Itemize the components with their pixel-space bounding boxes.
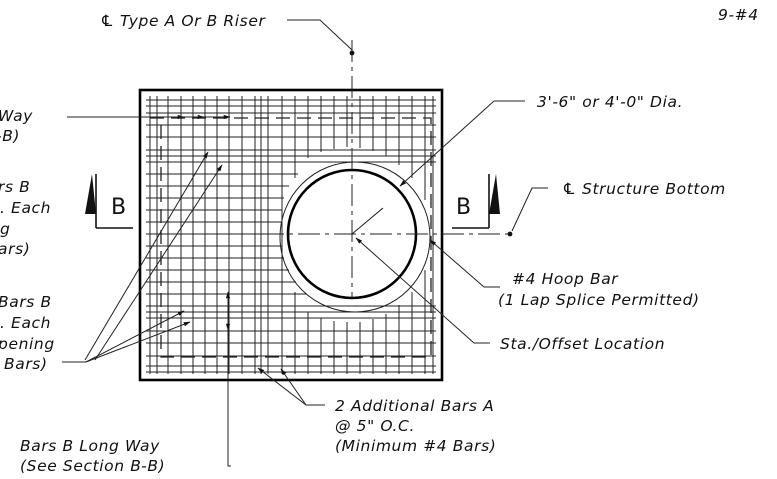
center-lines — [262, 40, 510, 298]
section-mark-left-letter: B — [111, 195, 126, 220]
section-mark-left — [85, 174, 133, 229]
left-label-bars-b-opening-2: . Each — [0, 314, 51, 332]
bars-b-long-way-note: (See Section B-B) — [20, 457, 165, 475]
slab-outline — [138, 88, 444, 382]
leader-lines — [62, 19, 548, 467]
rebar-grid — [146, 96, 436, 374]
left-label-long-way-note: -B) — [0, 127, 20, 145]
structure-centerline-dot — [507, 231, 513, 237]
section-mark-right — [452, 174, 500, 229]
left-label-bars-b-opening-1: Bars B — [0, 293, 52, 311]
sheet-reference: 9-#4 — [718, 6, 759, 24]
riser-centerline-label: ℄ Type A Or B Riser — [100, 12, 266, 30]
left-label-bars-b-2: . Each — [0, 199, 51, 217]
dashed-long-bars — [150, 117, 432, 358]
bars-b-long-way-label: Bars B Long Way — [20, 437, 160, 455]
left-label-bars-b-3: g — [0, 220, 10, 238]
hoop-bar-label: #4 Hoop Bar — [512, 270, 619, 288]
left-label-bars-b-1: rs B — [0, 178, 30, 196]
radius-line — [351, 207, 384, 235]
additional-bars-spacing: @ 5" O.C. — [335, 417, 415, 435]
left-label-bars-b-opening-3: pening — [0, 335, 55, 353]
structure-bottom-label: ℄ Structure Bottom — [562, 180, 726, 198]
additional-bars-label: 2 Additional Bars A — [335, 397, 494, 415]
additional-bars-note: (Minimum #4 Bars) — [335, 437, 496, 455]
hoop-bar-note: (1 Lap Splice Permitted) — [498, 291, 700, 309]
section-mark-right-letter: B — [456, 195, 471, 220]
left-label-bars-b-opening-4: Bars) — [4, 355, 48, 373]
diameter-label: 3'-6" or 4'-0" Dia. — [537, 93, 683, 111]
left-label-bars-b-4: ars) — [0, 240, 30, 258]
left-label-long-way: Way — [0, 107, 33, 125]
sta-offset-label: Sta./Offset Location — [500, 335, 665, 353]
hoop-bar-circle — [279, 161, 431, 313]
riser-centerline-dot — [349, 50, 355, 56]
